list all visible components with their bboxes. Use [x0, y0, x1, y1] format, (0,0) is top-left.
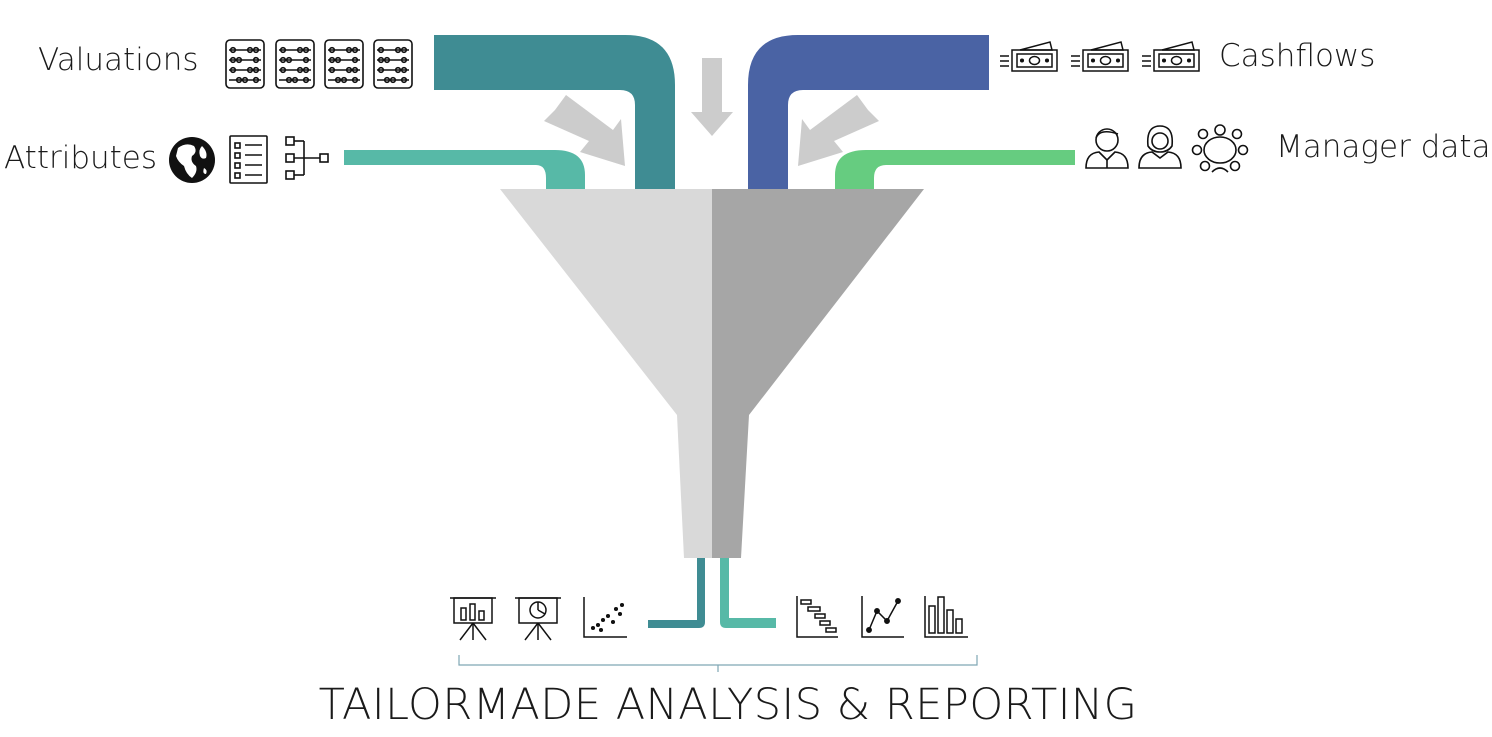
abacus-icon: [275, 39, 315, 89]
page-title: TAILORMADE ANALYSIS & REPORTING: [318, 680, 1138, 730]
valuations-pipe: [434, 35, 675, 190]
money-bill-icon: [1142, 41, 1200, 72]
woman-icon: [1138, 125, 1182, 169]
presentation-pie-chart-icon: [515, 597, 561, 641]
bar-chart-icon: [924, 596, 968, 638]
arrow-right-down-icon: [798, 95, 879, 166]
presentation-bar-chart-icon: [450, 597, 496, 641]
money-bill-icon: [1000, 41, 1058, 72]
cashflows-label: Cashflows: [1219, 38, 1376, 74]
attributes-pipe: [344, 150, 585, 190]
output-pipe-right: [720, 558, 776, 628]
abacus-icon: [324, 39, 364, 89]
cashflows-pipe: [748, 35, 989, 190]
money-bill-icon: [1071, 41, 1129, 72]
scatter-plot-icon: [583, 597, 627, 638]
funnel-right-half: [712, 189, 924, 558]
arrow-down-icon: [691, 58, 733, 136]
attributes-label: Attributes: [4, 140, 158, 176]
hierarchy-icon: [285, 136, 329, 180]
gantt-chart-icon: [796, 596, 838, 638]
meeting-icon: [1191, 124, 1249, 173]
abacus-icon: [225, 39, 265, 89]
manager-data-pipe: [835, 150, 1075, 190]
valuations-label: Valuations: [38, 42, 199, 78]
output-bracket: [458, 655, 978, 672]
abacus-icon: [373, 39, 413, 89]
manager-data-label: Manager data: [1276, 129, 1491, 165]
output-pipe-left: [648, 558, 705, 628]
line-chart-icon: [861, 596, 904, 638]
arrow-left-down-icon: [544, 95, 625, 166]
globe-icon: [169, 137, 215, 183]
funnel-left-half: [500, 189, 712, 558]
list-icon: [229, 135, 268, 184]
man-icon: [1085, 128, 1129, 169]
